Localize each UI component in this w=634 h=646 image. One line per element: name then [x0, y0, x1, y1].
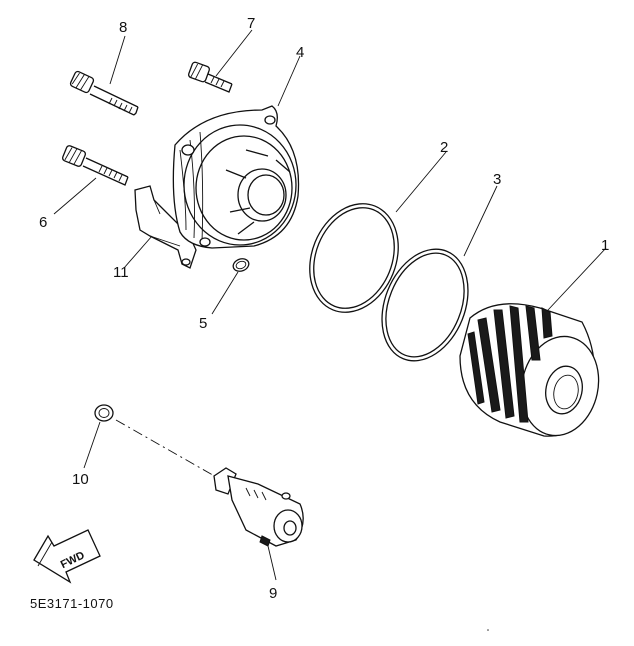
small-o-ring — [232, 258, 250, 272]
pressure-switch — [213, 467, 304, 547]
callout-11: 11 — [113, 264, 129, 281]
mounting-bracket — [134, 185, 197, 269]
print-speck — [487, 629, 489, 631]
callout-4: 4 — [296, 44, 304, 61]
filter-cover — [172, 105, 300, 249]
bolt-long-upper — [69, 70, 139, 116]
washer — [94, 404, 114, 422]
leader-lines — [53, 29, 607, 581]
bolt-long-lower — [61, 145, 129, 186]
forward-arrow: FWD — [33, 529, 101, 584]
fwd-label: FWD — [59, 549, 87, 571]
callout-5: 5 — [199, 315, 207, 332]
medium-o-ring — [381, 248, 469, 362]
assembly-line — [115, 419, 219, 479]
callout-3: 3 — [493, 171, 501, 188]
callout-6: 6 — [39, 214, 47, 231]
large-o-ring — [309, 203, 399, 313]
diagram-code: 5E3171-1070 — [30, 596, 114, 611]
callout-8: 8 — [119, 19, 127, 36]
bolt-short — [188, 61, 233, 93]
oil-filter-element — [459, 303, 600, 437]
callout-2: 2 — [440, 139, 448, 156]
callout-9: 9 — [269, 585, 277, 602]
callout-10: 10 — [72, 471, 89, 488]
callout-1: 1 — [601, 237, 609, 254]
callout-7: 7 — [247, 15, 255, 32]
